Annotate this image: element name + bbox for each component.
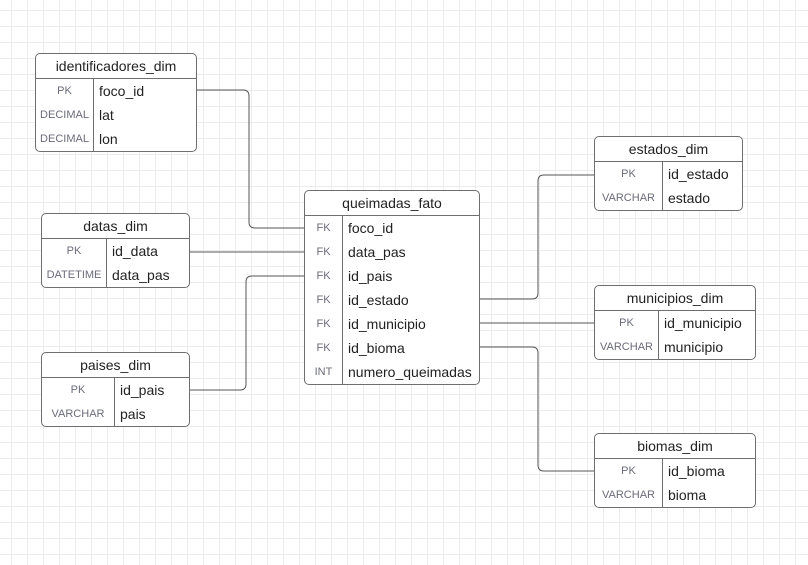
- column-key: DECIMAL: [36, 103, 94, 127]
- table-row[interactable]: FK foco_id: [305, 216, 479, 240]
- column-name: estado: [668, 190, 711, 206]
- column-key: VARCHAR: [595, 335, 659, 359]
- table-identificadores-dim[interactable]: identificadores_dim PK foco_id DECIMAL l…: [35, 53, 197, 152]
- column-name: id_municipio: [664, 315, 742, 331]
- table-estados-dim[interactable]: estados_dim PK id_estado VARCHAR estado: [594, 136, 743, 211]
- table-title: datas_dim: [42, 214, 189, 239]
- column-key: INT: [305, 360, 343, 384]
- table-row[interactable]: VARCHAR municipio: [595, 335, 755, 359]
- table-row[interactable]: PK foco_id: [36, 79, 196, 103]
- table-row[interactable]: FK data_pas: [305, 240, 479, 264]
- column-key: FK: [305, 240, 343, 264]
- column-name: data_pas: [348, 244, 406, 260]
- connector-foco-id: [196, 89, 305, 229]
- table-title: identificadores_dim: [36, 54, 196, 79]
- column-name: bioma: [668, 487, 707, 503]
- table-row[interactable]: PK id_bioma: [595, 459, 755, 483]
- column-name: lon: [99, 131, 118, 147]
- table-row[interactable]: INT numero_queimadas: [305, 360, 479, 384]
- column-key: PK: [42, 239, 107, 263]
- column-name: id_municipio: [348, 316, 426, 332]
- column-key: VARCHAR: [42, 402, 115, 426]
- table-row[interactable]: FK id_municipio: [305, 312, 479, 336]
- column-name: id_estado: [348, 292, 409, 308]
- column-name: id_bioma: [348, 340, 405, 356]
- table-municipios-dim[interactable]: municipios_dim PK id_municipio VARCHAR m…: [594, 285, 756, 360]
- table-row[interactable]: FK id_pais: [305, 264, 479, 288]
- table-queimadas-fato[interactable]: queimadas_fato FK foco_id FK data_pas FK…: [304, 190, 480, 385]
- column-key: FK: [305, 216, 343, 240]
- table-row[interactable]: PK id_municipio: [595, 311, 755, 335]
- column-name: lat: [99, 107, 114, 123]
- table-row[interactable]: DATETIME data_pas: [42, 263, 189, 287]
- column-name: foco_id: [348, 220, 394, 236]
- column-name: id_data: [112, 243, 158, 259]
- column-name: id_pais: [348, 268, 393, 284]
- table-title: queimadas_fato: [305, 191, 479, 216]
- table-title: municipios_dim: [595, 286, 755, 311]
- table-row[interactable]: VARCHAR estado: [595, 186, 742, 210]
- column-key: VARCHAR: [595, 483, 663, 507]
- table-row[interactable]: VARCHAR pais: [42, 402, 189, 426]
- column-name: numero_queimadas: [348, 364, 472, 380]
- table-row[interactable]: PK id_data: [42, 239, 189, 263]
- column-name: foco_id: [99, 83, 145, 99]
- table-datas-dim[interactable]: datas_dim PK id_data DATETIME data_pas: [41, 213, 190, 288]
- table-row[interactable]: DECIMAL lon: [36, 127, 196, 151]
- column-key: FK: [305, 264, 343, 288]
- table-row[interactable]: PK id_pais: [42, 378, 189, 402]
- connector-id-bioma: [480, 346, 595, 472]
- column-key: PK: [595, 459, 663, 483]
- column-key: FK: [305, 288, 343, 312]
- table-row[interactable]: FK id_estado: [305, 288, 479, 312]
- table-row[interactable]: VARCHAR bioma: [595, 483, 755, 507]
- table-row[interactable]: FK id_bioma: [305, 336, 479, 360]
- column-name: pais: [120, 406, 146, 422]
- table-title: paises_dim: [42, 353, 189, 378]
- column-name: municipio: [664, 339, 724, 355]
- column-name: id_pais: [120, 382, 165, 398]
- column-key: DATETIME: [42, 263, 107, 287]
- connector-id-estado: [480, 174, 595, 300]
- column-name: id_estado: [668, 166, 729, 182]
- connector-id-pais: [190, 275, 305, 391]
- column-key: FK: [305, 312, 343, 336]
- column-key: DECIMAL: [36, 127, 94, 151]
- column-key: PK: [42, 378, 115, 402]
- column-key: VARCHAR: [595, 186, 663, 210]
- column-key: PK: [595, 162, 663, 186]
- table-paises-dim[interactable]: paises_dim PK id_pais VARCHAR pais: [41, 352, 190, 427]
- table-row[interactable]: DECIMAL lat: [36, 103, 196, 127]
- table-title: biomas_dim: [595, 434, 755, 459]
- column-key: FK: [305, 336, 343, 360]
- table-row[interactable]: PK id_estado: [595, 162, 742, 186]
- column-key: PK: [595, 311, 659, 335]
- column-key: PK: [36, 79, 94, 103]
- column-name: data_pas: [112, 267, 170, 283]
- column-name: id_bioma: [668, 463, 725, 479]
- table-title: estados_dim: [595, 137, 742, 162]
- table-biomas-dim[interactable]: biomas_dim PK id_bioma VARCHAR bioma: [594, 433, 756, 508]
